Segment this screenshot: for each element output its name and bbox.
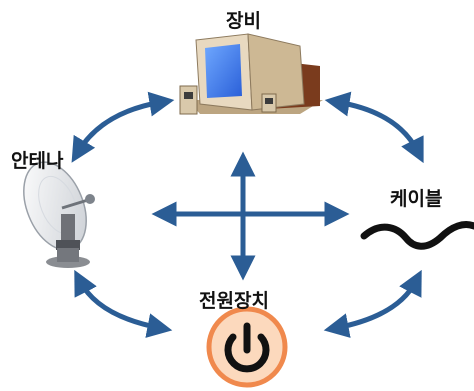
- satellite-dish-icon: [23, 161, 95, 268]
- arrow-equipment-cable: [324, 91, 424, 164]
- antenna-label: 안테나: [11, 150, 64, 172]
- arrow-equipment-antenna: [71, 91, 175, 163]
- equipment-label: 장비: [226, 10, 261, 32]
- cable-label: 케이블: [390, 188, 443, 210]
- cable-wire-icon: [360, 221, 474, 250]
- desktop-computer-icon: [179, 33, 323, 115]
- power-icon: [206, 306, 288, 388]
- power-label: 전원장치: [199, 290, 269, 312]
- arrow-antenna-power: [74, 269, 173, 338]
- arrow-cable-power: [323, 269, 422, 338]
